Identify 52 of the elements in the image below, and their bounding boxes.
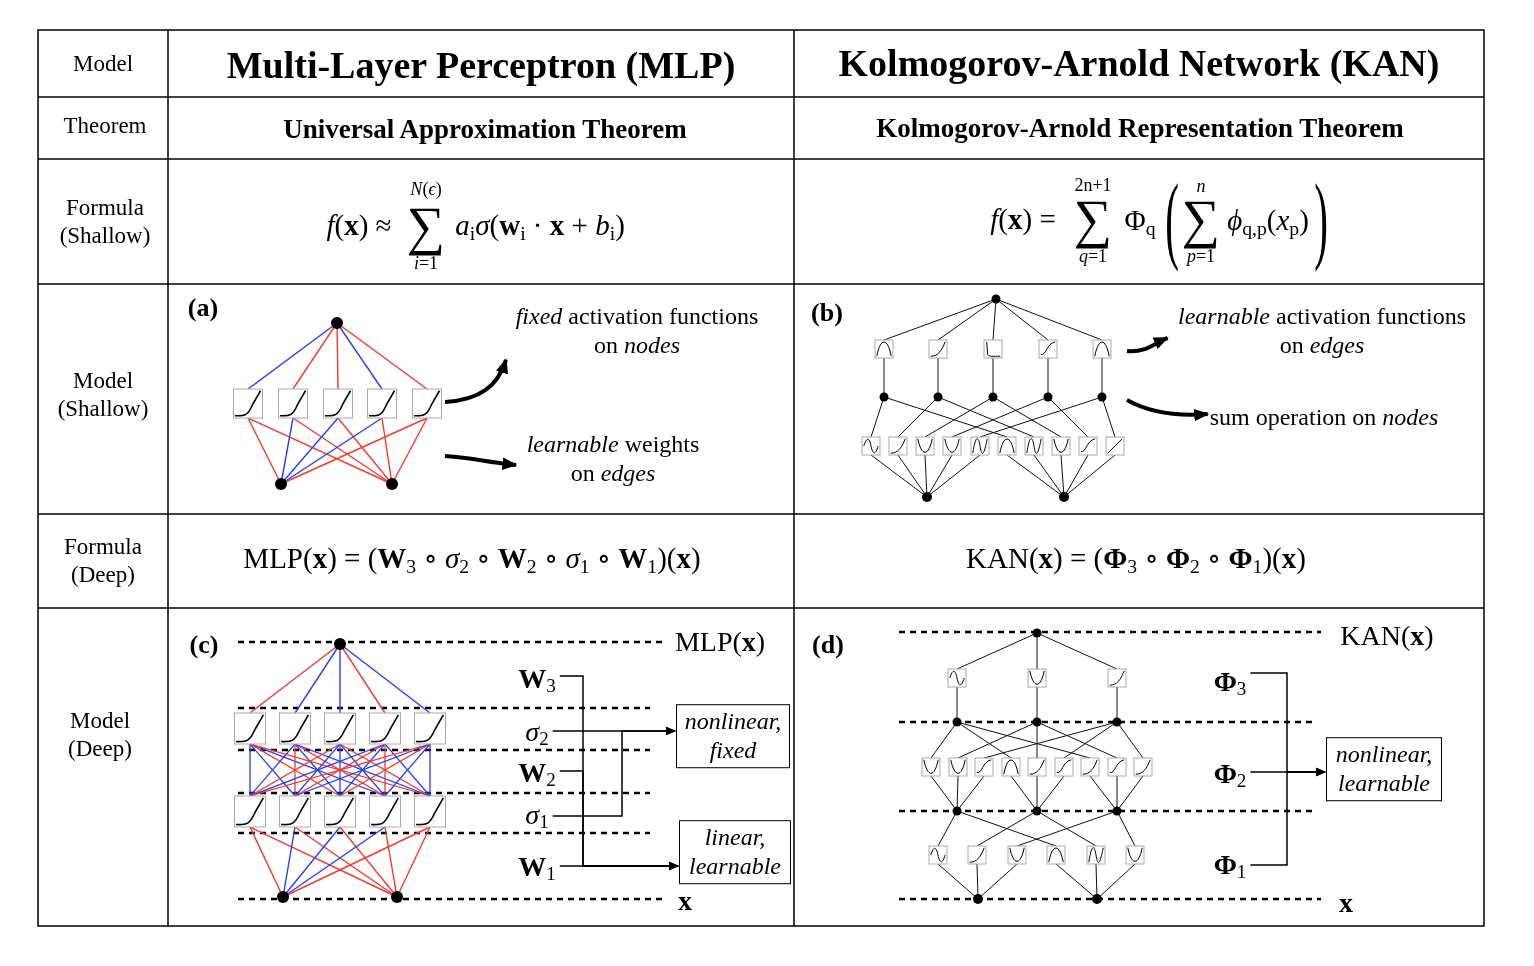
input-label: x (1339, 886, 1353, 920)
theorem-name: Kolmogorov-Arnold Representation Theorem (876, 111, 1404, 145)
sum-limit: 2n+1 (1074, 175, 1112, 197)
panel-label: (d) (812, 629, 844, 661)
parenthesis: ( (1165, 163, 1179, 275)
curved-arrow (444, 454, 518, 470)
row-header: Model (72, 50, 134, 78)
row-header: Theorem (63, 112, 147, 140)
annotation-text: sum operation on nodes (1209, 402, 1439, 432)
bracket-arrow (559, 861, 679, 871)
column-header: Kolmogorov-Arnold Network (KAN) (838, 41, 1440, 87)
bracket-arrow (1249, 767, 1326, 866)
theorem-name: Universal Approximation Theorem (283, 112, 687, 146)
bracket-arrow (551, 726, 676, 817)
layer-label: σ$_{2}$ (525, 713, 549, 749)
annotation-text: fixed activation functions on nodes (502, 302, 772, 360)
column-header: Multi-Layer Perceptron (MLP) (226, 43, 736, 89)
input-label: x (678, 884, 692, 918)
row-header: Formula (Shallow) (58, 194, 152, 250)
annotation-text: learnable activation functions on edges (1169, 302, 1475, 360)
formula-text: KAN(x) = (Φ$_{3}$ ∘ Φ$_{2}$ ∘ Φ$_{1}$)(x) (966, 540, 1306, 576)
panel-label: (b) (811, 297, 843, 329)
row-header: Model (Deep) (67, 707, 133, 763)
layer-label: Φ$_{3}$ (1213, 663, 1247, 699)
formula-text: MLP(x) = (W$_{3}$ ∘ σ$_{2}$ ∘ W$_{2}$ ∘ σ$_{1}$ ∘ W$_{1}$)(x) (243, 540, 701, 576)
annotation-text: learnable weights on edges (518, 430, 708, 488)
layer-label: W$_{1}$ (518, 848, 556, 884)
panel-label: (c) (189, 629, 219, 661)
formula-text: Φ$_{q}$ (1124, 202, 1156, 238)
parenthesis: ) (1314, 163, 1328, 275)
panel-label: (a) (187, 292, 219, 324)
formula-text: a$_{i}$σ(w$_{i}$ · x + b$_{i}$) (455, 207, 625, 243)
row-header: Model (Shallow) (56, 367, 150, 423)
callout-box: nonlinear, learnable (1326, 737, 1442, 801)
output-label: KAN(x) (1340, 619, 1434, 653)
curved-arrow (1126, 336, 1169, 354)
layer-label: Φ$_{2}$ (1213, 755, 1247, 791)
formula-text: f(x) ≈ (326, 207, 392, 243)
curved-arrow (1126, 398, 1210, 422)
layer-label: σ$_{1}$ (525, 796, 549, 832)
row-header: Formula (Deep) (63, 533, 143, 589)
output-label: MLP(x) (674, 625, 766, 659)
curved-arrow (444, 358, 508, 404)
layer-label: Φ$_{1}$ (1213, 846, 1247, 882)
callout-box: nonlinear, fixed (676, 704, 790, 768)
sum-limit: N(ϵ) (410, 179, 442, 201)
formula-text: f(x) = (990, 201, 1056, 237)
layer-label: W$_{2}$ (518, 754, 556, 790)
layer-label: W$_{3}$ (518, 660, 556, 696)
sum-limit: n (1196, 176, 1206, 198)
callout-box: linear, learnable (679, 820, 791, 884)
formula-text: ϕ$_{q,p}$(x$_{p}$) (1227, 202, 1309, 238)
